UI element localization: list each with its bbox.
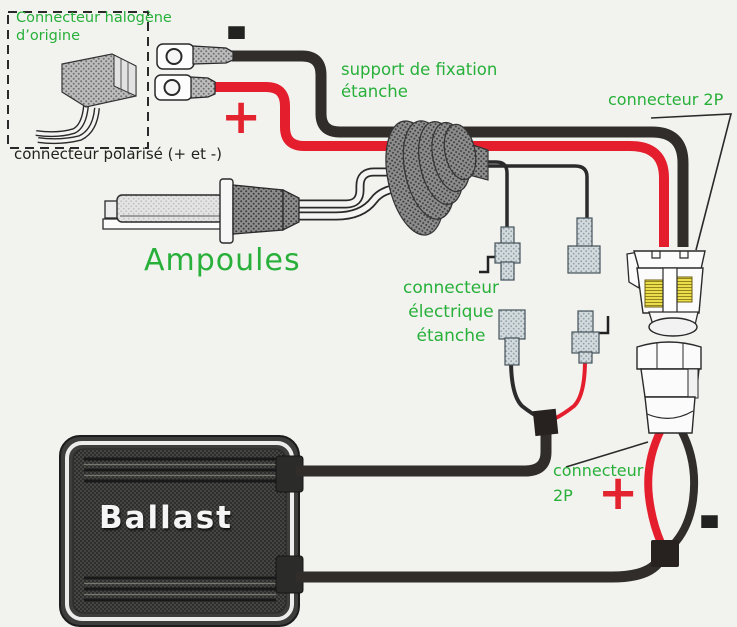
halogen-box-title-line1: Connecteur halogène <box>16 10 172 26</box>
halogen-connector-icon <box>35 53 137 145</box>
hid-bulb-icon <box>102 178 300 244</box>
connector-2p-top-label: connecteur 2P <box>608 90 724 109</box>
bullet-hook-wire-right <box>599 316 610 335</box>
bullet-connector-lower-right <box>571 310 610 364</box>
battery-wire-black <box>232 50 689 247</box>
battery-terminal-negative <box>156 43 234 70</box>
connector-2p-bottom-label-line2: 2P <box>553 486 573 505</box>
plus-symbol-top: + <box>221 89 262 145</box>
sealed-connector-label-line1: connecteur <box>403 278 499 298</box>
minus-symbol-bottom: – <box>699 456 720 574</box>
support-label-line1: support de fixation <box>341 60 498 79</box>
bulbs-label: Ampoules <box>144 243 301 278</box>
male-2p-wire-red <box>644 428 665 545</box>
connector-2p-female-icon <box>626 250 706 337</box>
splice-ferrule-bottom <box>651 540 679 567</box>
battery-wire-red <box>214 82 669 247</box>
ballast-box <box>59 435 304 627</box>
bullet-hook-wire-left <box>479 255 495 274</box>
ballast-label: Ballast <box>99 500 233 536</box>
connector-2p-male-icon <box>636 341 702 434</box>
ballast-ridges <box>84 457 276 602</box>
bullet-connector-lower-left <box>498 309 526 366</box>
bullet-connector-upper-right <box>567 217 601 274</box>
plus-symbol-bottom: + <box>598 465 639 521</box>
bullet-connector-upper-left <box>479 226 521 281</box>
male-2p-wire-black <box>670 428 699 548</box>
ballast-wire-top <box>296 432 552 477</box>
sealed-connector-label-line3: étanche <box>416 326 486 346</box>
grommet-icon <box>385 120 489 236</box>
halogen-box-title-line2: d’origine <box>16 28 81 44</box>
splice-ferrule-top <box>532 408 559 437</box>
polarized-caption: connecteur polarisé (+ et -) <box>14 145 223 163</box>
sealed-connector-wire-right <box>468 164 589 218</box>
sealed-connector-label-line2: électrique <box>408 302 494 322</box>
bullet-to-splice-wire-black <box>509 359 543 421</box>
battery-terminal-positive <box>154 74 216 101</box>
ballast-wire-bottom <box>296 557 664 583</box>
connector-2p-bottom-label-line1: connecteur <box>553 461 644 480</box>
leader-line-connector-2p-bottom <box>565 441 649 468</box>
halogen-connector-box <box>7 11 149 149</box>
support-label-line2: étanche <box>341 82 408 101</box>
bullet-to-splice-wire-red <box>553 359 587 421</box>
ballast-ridge-highlights <box>84 463 276 596</box>
leader-line-connector-2p-top <box>650 113 733 251</box>
minus-symbol-top: – <box>226 0 247 85</box>
